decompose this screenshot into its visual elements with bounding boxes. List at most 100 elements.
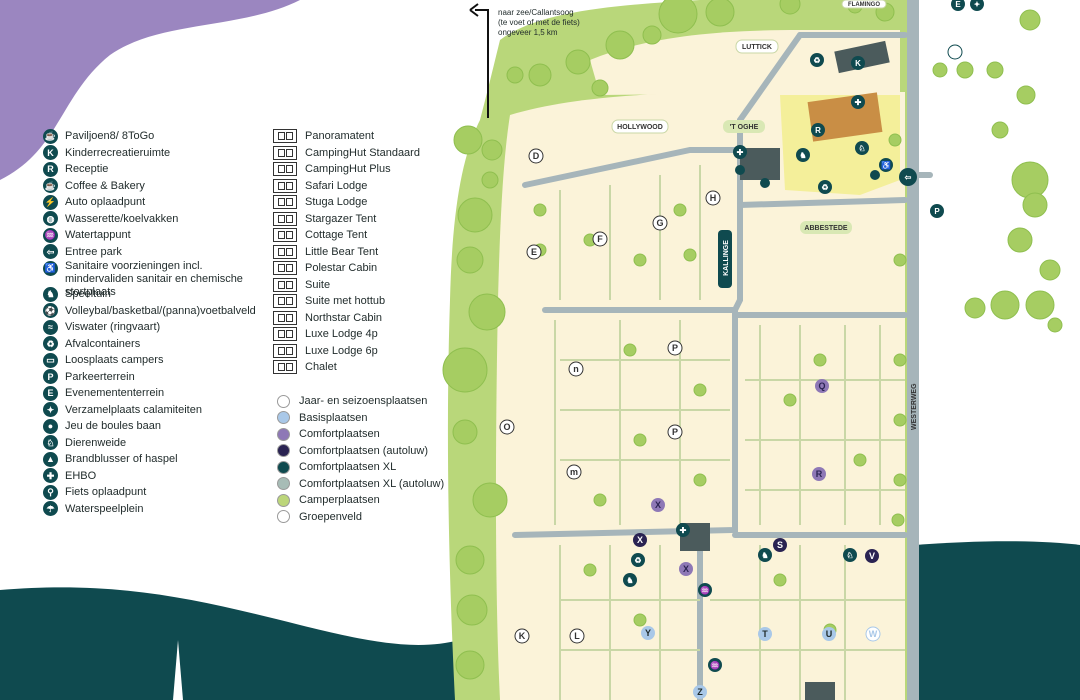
legend-item: ⇦ Entree park — [43, 244, 265, 261]
zone-O: O — [503, 422, 510, 432]
suite-icon — [273, 277, 297, 292]
legend-label: Speeltuin — [65, 288, 111, 300]
legend-label: Entree park — [65, 245, 122, 258]
sports-field-icon: ⚽ — [43, 303, 58, 319]
polestar-cabin-icon — [273, 261, 297, 276]
legend-label: Little Bear Tent — [305, 245, 379, 258]
decor-purple-shape — [0, 0, 300, 180]
zone-m: m — [570, 467, 578, 477]
reception-icon: R — [43, 161, 58, 177]
map-first-aid-icon-2: ✚ — [855, 98, 862, 107]
legend-item: Polestar Cabin — [273, 260, 420, 277]
legend-item: Groepenveld — [277, 509, 444, 526]
direction-arrow-icon — [469, 3, 489, 118]
legend-label: Northstar Cabin — [305, 311, 383, 324]
label-flamingo: FLAMINGO — [848, 2, 880, 8]
suite-hottub-icon — [273, 294, 297, 309]
zone-E: E — [531, 247, 537, 257]
legend-label: Luxe Lodge 4p — [305, 328, 378, 340]
legend-label: Camperplaatsen — [299, 494, 380, 506]
map-waste-icon: ♻ — [821, 183, 828, 192]
legend-item: Northstar Cabin — [273, 310, 420, 327]
legend-label: Jeu de boules baan — [65, 420, 162, 432]
map-animal-icon: ♘ — [858, 144, 865, 153]
zone-markers: D E F G H K L m n O P P Q R S T U V W X … — [499, 148, 881, 699]
zone-L: L — [574, 631, 580, 641]
legend-item: Suite — [273, 277, 420, 294]
events-icon: E — [43, 385, 58, 401]
park-entrance-icon: ⇦ — [43, 244, 58, 260]
legend-label: Brandblusser of haspel — [65, 453, 178, 465]
legend-label: EHBO — [65, 469, 97, 482]
legend-item: ✦Verzamelplaats calamiteiten — [43, 402, 265, 419]
legend-item: Basisplaatsen — [277, 410, 444, 427]
sanitary-icon: ♿ — [43, 261, 58, 276]
legend-item: ◍Wasserette/koelvakken — [43, 211, 265, 228]
label-abbestede: ABBESTEDE — [804, 225, 848, 232]
stuga-lodge-icon — [273, 195, 297, 210]
legend-label: CampingHut Standaard — [305, 146, 420, 159]
zone-P-1: P — [672, 343, 678, 353]
legend-label: Basisplaatsen — [299, 411, 368, 424]
zone-F: F — [597, 234, 603, 244]
zone-U: U — [826, 629, 833, 639]
legend-item: Camperplaatsen — [277, 492, 444, 509]
westerweg-label: WESTERWEG — [911, 383, 918, 430]
parking-icon: P — [43, 369, 58, 385]
legend-item: Comfortplaatsen — [277, 426, 444, 443]
water-tap-icon: ♒ — [43, 227, 58, 243]
zone-P-2: P — [672, 427, 678, 437]
map-waste-icon-3: ♻ — [634, 556, 641, 565]
map-waste-icon-2: ♻ — [813, 56, 820, 65]
legend-item: ⚲Fiets oplaadpunt — [43, 484, 265, 501]
first-aid-icon: ✚ — [43, 468, 58, 484]
bike-charging-icon: ⚲ — [43, 484, 58, 500]
label-kallinge: KALLINGE — [723, 240, 730, 276]
luxe-lodge-6p-icon — [273, 343, 297, 358]
zone-W: W — [869, 629, 878, 639]
legend-item: ♿Sanitaire voorzieningen incl. minderval… — [43, 260, 265, 298]
pitch-color-swatch — [277, 460, 290, 474]
map-assembly-icon: ✦ — [974, 0, 981, 9]
legend-item: Jaar- en seizoensplaatsen — [277, 393, 444, 410]
direction-note: naar zee/Callantsoog (te voet of met de … — [498, 8, 580, 37]
zone-Q: Q — [818, 381, 825, 391]
legend-label: Panoramatent — [305, 130, 375, 142]
legend-item: ☕Coffee & Bakery — [43, 178, 265, 195]
map-area-labels: HOLLYWOOD 'T OGHE LUTTICK FLAMINGO ABBES… — [611, 0, 887, 288]
legend-item: ✚ EHBO — [43, 468, 265, 485]
legend-label: Comfortplaatsen (autoluw) — [299, 444, 429, 457]
legend-item: ⚡Auto oplaadpunt — [43, 194, 265, 211]
legend-item: ♘Dierenweide — [43, 435, 265, 452]
zone-R: R — [816, 469, 823, 479]
decor-teal-shape-left — [0, 587, 460, 700]
chalet-icon — [273, 360, 297, 375]
legend-item: ⚽Volleybal/basketbal/(panna)voetbalveld — [43, 303, 265, 320]
legend-label: Waterspeelplein — [65, 502, 144, 515]
assembly-point-icon: ✦ — [43, 402, 58, 418]
map-first-aid-icon-3: ✚ — [680, 526, 687, 535]
legend-label: Comfortplaatsen XL — [299, 461, 397, 473]
trees — [442, 0, 1063, 680]
zone-S: S — [777, 540, 783, 550]
pavilion-icon: ☕ — [43, 128, 58, 144]
legend-item: Panoramatent — [273, 128, 420, 145]
map-playground-icon-3: ♞ — [761, 551, 768, 560]
legend-item: ☕Paviljoen8/ 8ToGo — [43, 128, 265, 145]
map-facility-icons: K R ✚ ✚ ♞ ♘ ♿ ⇦ ♻ P ♻ E ✦ ✚ ♻ ♞ ♒ ♘ ♞ ♒ — [623, 0, 984, 672]
legend-item: CampingHut Standaard — [273, 145, 420, 162]
map-entrance-icon: ⇦ — [904, 173, 912, 182]
legend-label: Suite — [305, 278, 331, 291]
zone-X-1: X — [655, 500, 661, 510]
map-first-aid-icon: ✚ — [737, 148, 744, 157]
legend-label: Polestar Cabin — [305, 262, 378, 274]
legend-label: Jaar- en seizoensplaatsen — [299, 395, 428, 407]
legend-label: Afvalcontainers — [65, 337, 141, 350]
legend-label: Cottage Tent — [305, 229, 368, 241]
westerweg-road — [907, 0, 919, 700]
legend-item: ●Jeu de boules baan — [43, 418, 265, 435]
legend-item: Stargazer Tent — [273, 211, 420, 228]
decor-teal-shape-right — [915, 541, 1080, 700]
